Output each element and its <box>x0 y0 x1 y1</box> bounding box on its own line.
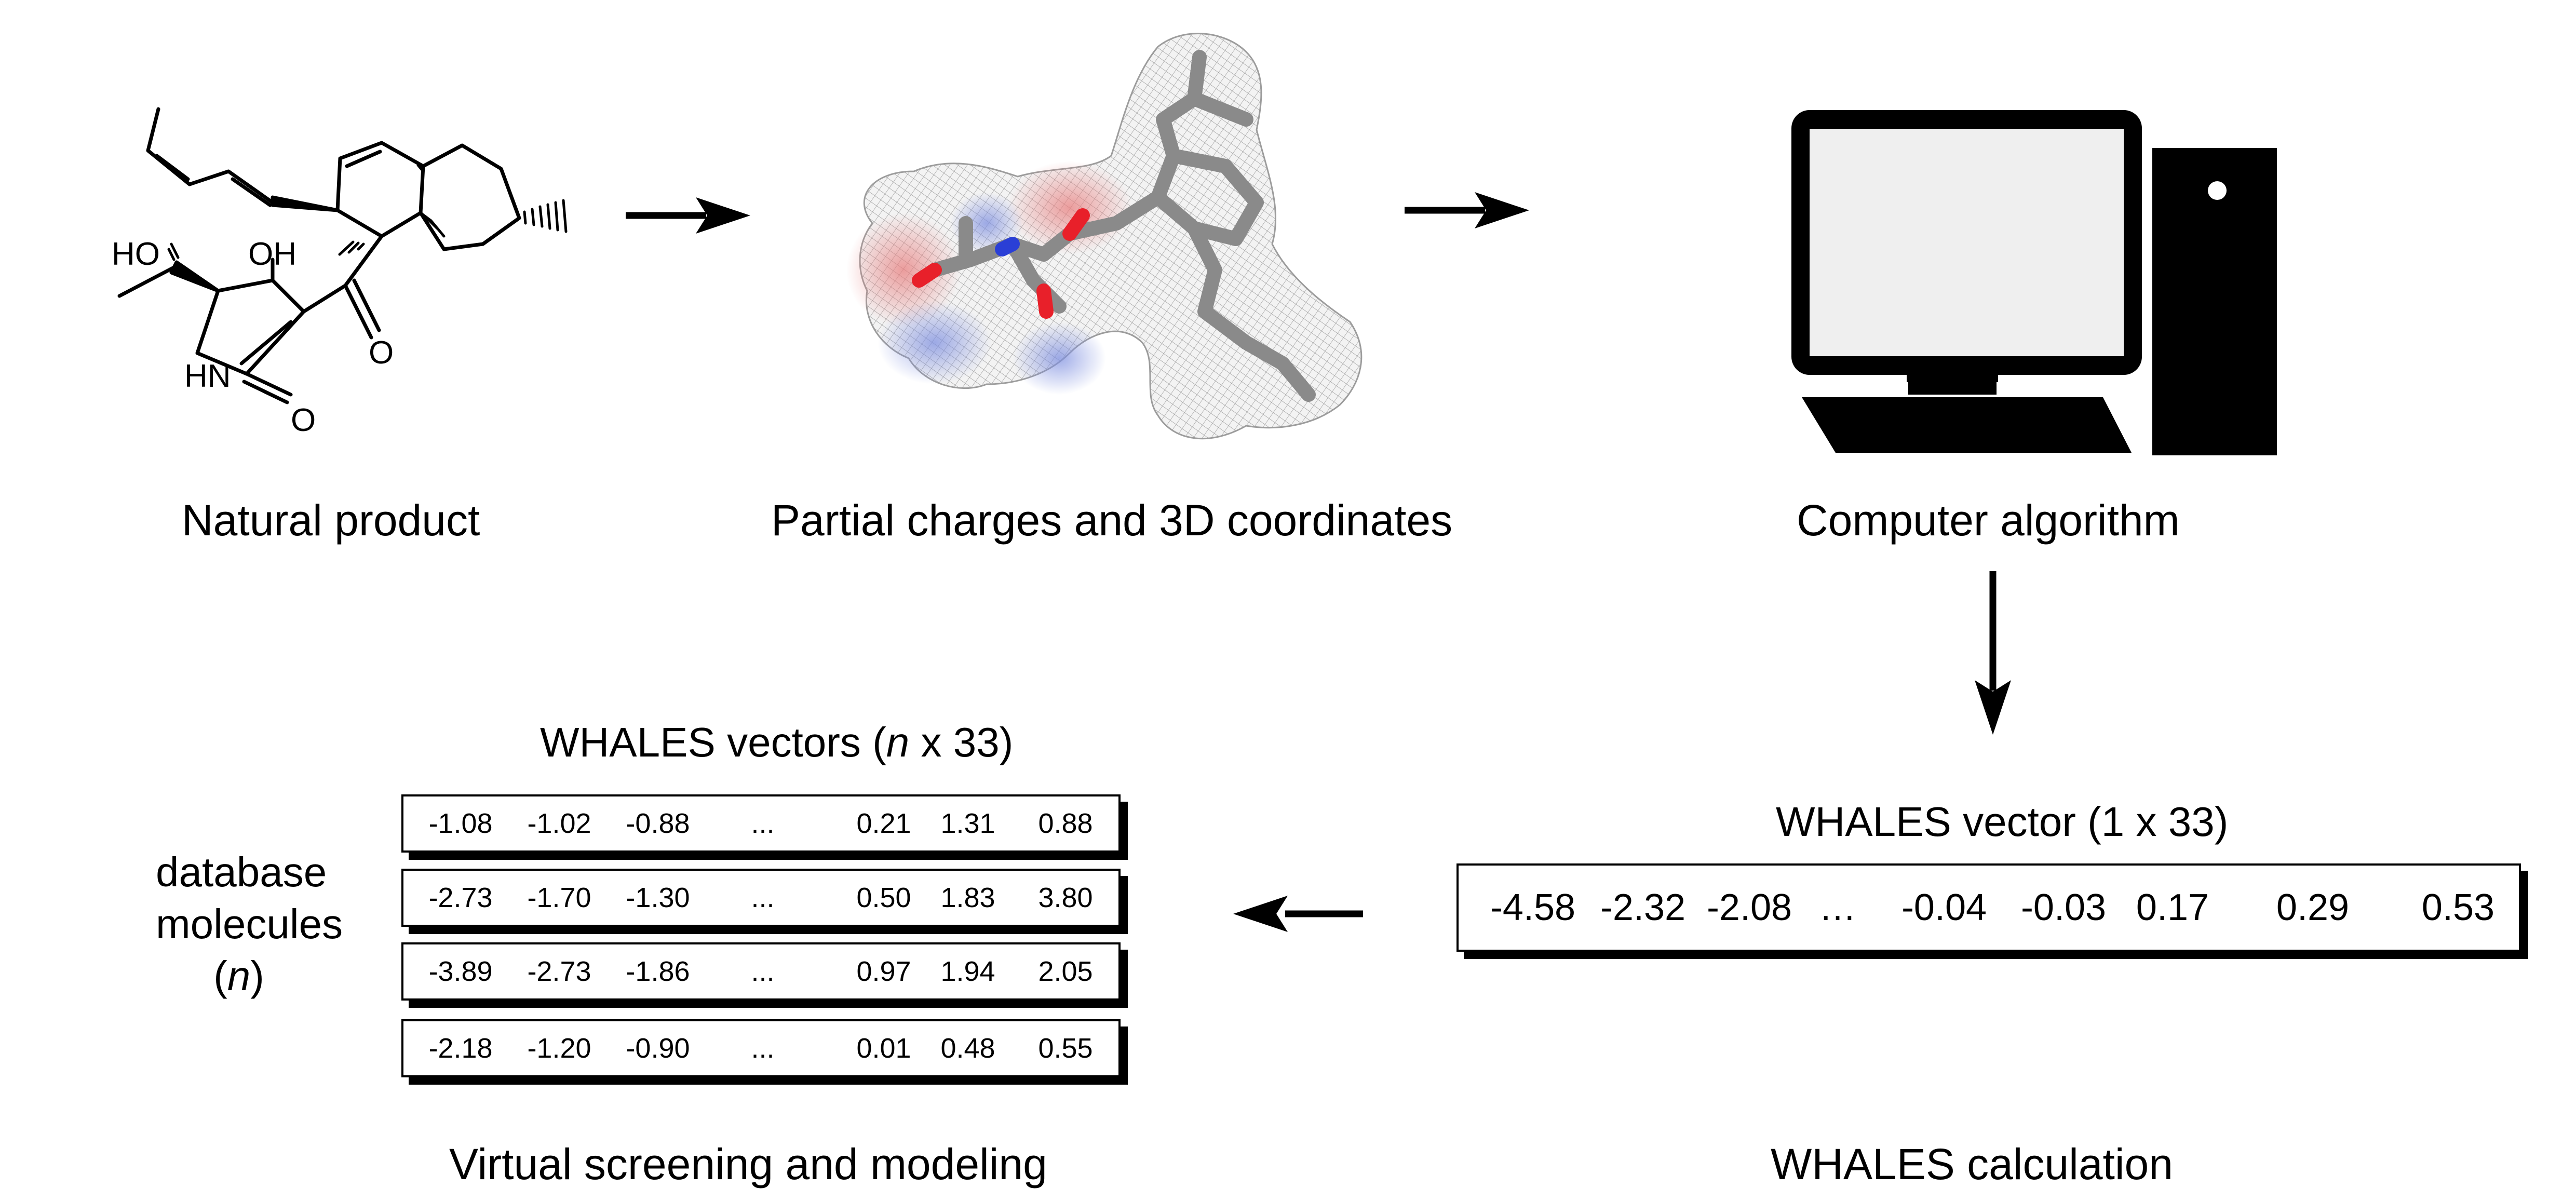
vector-value: -1.02 <box>527 808 591 839</box>
vector-value: 0.21 <box>856 808 911 839</box>
database-n-open: ( <box>213 953 227 999</box>
atom-label-o-lactam: O <box>291 402 316 438</box>
vector-value: 0.50 <box>856 882 911 913</box>
whales-calculation-label: WHALES calculation <box>1771 1140 2173 1189</box>
database-line1: database <box>156 849 327 895</box>
atom-label-oh: OH <box>248 236 296 272</box>
vector-value: -0.90 <box>626 1033 690 1064</box>
vector-value: -3.89 <box>428 956 493 987</box>
vector-ellipsis: ... <box>751 882 775 913</box>
natural-product-label: Natural product <box>182 496 480 545</box>
vector-value: -2.32 <box>1600 887 1686 928</box>
arrow-to-whales-vector <box>1975 571 2011 735</box>
vector-value: 0.17 <box>2136 887 2209 928</box>
vector-ellipsis: … <box>1819 887 1856 928</box>
vector-ellipsis: ... <box>751 808 775 839</box>
whales-vectors-n: n <box>886 719 910 765</box>
vector-value: -1.20 <box>527 1033 591 1064</box>
vector-value: -0.04 <box>1901 887 1987 928</box>
vector-value: 0.53 <box>2421 887 2495 928</box>
molecule-3d-surface <box>846 33 1363 440</box>
natural-product-atom-labels: HO OH HN O O <box>112 236 394 438</box>
arrow-to-computer <box>1405 192 1529 228</box>
vector-value: -1.08 <box>428 808 493 839</box>
vector-value: 0.29 <box>2276 887 2350 928</box>
vector-value: -1.86 <box>626 956 690 987</box>
database-line3: (n) <box>156 950 322 1002</box>
whales-vectors-prefix: WHALES vectors ( <box>540 719 886 765</box>
vector-value: -0.03 <box>2020 887 2107 928</box>
computer-algorithm-label: Computer algorithm <box>1797 496 2180 545</box>
vector-value: 0.88 <box>1038 808 1093 839</box>
partial-charges-label: Partial charges and 3D coordinates <box>771 496 1453 545</box>
database-n: n <box>227 953 251 999</box>
database-vector-row: -2.73 -1.70 -1.30 ... 0.50 1.83 3.80 <box>401 869 1121 927</box>
vector-value: -2.08 <box>1706 887 1792 928</box>
virtual-screening-label: Virtual screening and modeling <box>449 1140 1047 1189</box>
vector-value: 3.80 <box>1038 882 1093 913</box>
monitor-stand <box>1907 356 1998 382</box>
vector-value: -4.58 <box>1490 887 1576 928</box>
whales-vectors-label: WHALES vectors (n x 33) <box>540 722 1013 763</box>
arrow-to-database <box>1233 896 1363 932</box>
vector-value: 0.01 <box>856 1033 911 1064</box>
vector-value: -1.70 <box>527 882 591 913</box>
natural-product-structure <box>117 107 568 404</box>
database-vector-row: -2.18 -1.20 -0.90 ... 0.01 0.48 0.55 <box>401 1019 1121 1077</box>
vector-value: -2.73 <box>428 882 493 913</box>
vector-ellipsis: ... <box>751 956 775 987</box>
database-n-close: ) <box>250 953 264 999</box>
vector-value: -2.18 <box>428 1033 493 1064</box>
whales-vector-box: -4.58 -2.32 -2.08 … -0.04 -0.03 0.17 0.2… <box>1456 863 2521 952</box>
vector-value: -1.30 <box>626 882 690 913</box>
whales-vector-label: WHALES vector (1 x 33) <box>1776 799 2229 845</box>
vector-value: 0.97 <box>856 956 911 987</box>
database-vector-row: -3.89 -2.73 -1.86 ... 0.97 1.94 2.05 <box>401 942 1121 1001</box>
vector-value: -2.73 <box>527 956 591 987</box>
whales-vectors-suffix: x 33) <box>909 719 1014 765</box>
vector-value: -0.88 <box>626 808 690 839</box>
atom-label-o-ketone: O <box>369 335 394 371</box>
vector-value: 0.55 <box>1038 1033 1093 1064</box>
vector-value: 1.31 <box>940 808 995 839</box>
atom-label-ho: HO <box>112 236 160 272</box>
computer-icon <box>1791 110 2277 455</box>
vector-value: 2.05 <box>1038 956 1093 987</box>
vector-value: 1.94 <box>940 956 995 987</box>
vector-ellipsis: ... <box>751 1033 775 1064</box>
database-molecules-label: database molecules (n) <box>156 846 343 1002</box>
vector-value: 1.83 <box>940 882 995 913</box>
atom-label-hn: HN <box>184 358 231 394</box>
database-line2: molecules <box>156 901 343 947</box>
vector-value: 0.48 <box>940 1033 995 1064</box>
database-vector-row: -1.08 -1.02 -0.88 ... 0.21 1.31 0.88 <box>401 794 1121 853</box>
arrow-to-3d <box>626 197 750 234</box>
